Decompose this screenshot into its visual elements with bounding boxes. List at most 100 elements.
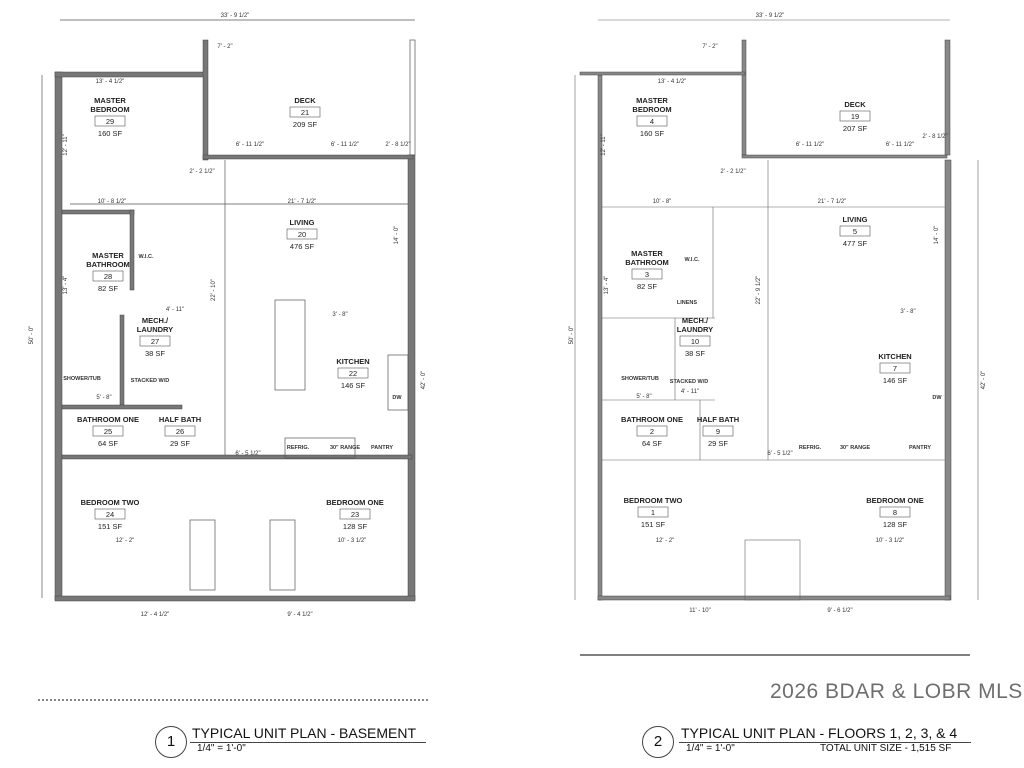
room-number-box [839,225,871,237]
room-area: 82 SF [98,284,118,293]
dimension-label: 5' - 8" [636,394,651,400]
room-name: BEDROOM ONE [326,498,384,507]
room-number-box [637,506,669,518]
fixture-label: STACKED W/D [670,379,708,385]
dimension-label: 9' - 6 1/2" [827,608,852,614]
room-name: LIVING [842,215,867,224]
room-number: 4 [650,117,654,126]
room-number: 27 [151,337,159,346]
mls-watermark: 2026 BDAR & LOBR MLS [770,680,1023,703]
fixture-label: REFRIG. [287,445,310,451]
room-area: 160 SF [640,129,665,138]
room-number-box [92,425,124,437]
room-number: 3 [645,270,649,279]
room-number: 5 [853,227,857,236]
room-number-box [94,508,126,520]
room-number: 26 [176,427,184,436]
fixture-label: DW [392,395,402,401]
room-number: 25 [104,427,112,436]
room-number-box [636,425,668,437]
room-name: MECH./ [142,316,169,325]
room-number: 19 [851,112,859,121]
room-number: 29 [106,117,114,126]
dimension-label: 13' - 4" [63,276,69,295]
dimension-label: 4' - 11" [166,307,184,313]
dimension-label: 6' - 11 1/2" [796,142,824,148]
dimension-label: 42' - 0" [421,371,427,390]
room-name: BEDROOM ONE [866,496,924,505]
fixture-label: W.I.C. [685,257,700,263]
room-area: 64 SF [98,439,118,448]
room-number-box [679,335,711,347]
room-name: BEDROOM [90,105,129,114]
fixture-label: W.I.C. [139,254,154,260]
room-name: HALF BATH [159,415,201,424]
room-area: 151 SF [98,522,123,531]
room-number-box [339,508,371,520]
room-area: 128 SF [883,520,908,529]
room-number: 8 [893,508,897,517]
dimension-label: 33' - 9 1/2" [756,13,785,19]
dimension-label: 33' - 9 1/2" [221,13,250,19]
dimension-label: 7' - 2" [217,44,232,50]
fixture-label: REFRIG. [799,445,822,451]
fixture-label: STACKED W/D [131,378,169,384]
dimension-label: 6' - 5 1/2" [767,451,792,457]
room-area: 160 SF [98,129,123,138]
fixture-label: 30" RANGE [840,445,870,451]
fixture-label: PANTRY [909,445,931,451]
dimension-label: 3' - 8" [332,312,347,318]
dimension-label: 7' - 2" [702,44,717,50]
room-name: KITCHEN [878,352,911,361]
room-name: MASTER [636,96,668,105]
room-name: LIVING [289,218,314,227]
dimension-label: 50' - 0" [569,326,575,345]
room-number-box [139,335,171,347]
dimension-label: 9' - 4 1/2" [287,612,312,618]
room-name: KITCHEN [336,357,369,366]
room-number-box [631,268,663,280]
room-area: 476 SF [290,242,315,251]
dimension-label: 14' - 0" [934,226,940,245]
room-name: MASTER [94,96,126,105]
room-name: DECK [844,100,866,109]
plan-2-title: TYPICAL UNIT PLAN - FLOORS 1, 2, 3, & 4 [681,725,958,741]
room-number: 10 [691,337,699,346]
plan-2-total-size: TOTAL UNIT SIZE - 1,515 SF [820,743,952,754]
room-name: MECH./ [682,316,709,325]
room-area: 209 SF [293,120,318,129]
room-number: 23 [351,510,359,519]
room-area: 146 SF [883,376,908,385]
room-name: LAUNDRY [677,325,713,334]
dimension-label: 2' - 8 1/2" [922,134,947,140]
fixture-label: SHOWER/TUB [63,376,101,382]
plan-2-scale: 1/4" = 1'-0" [686,743,735,754]
plan-2-title-rule [679,742,971,743]
room-number-box [879,362,911,374]
room-area: 207 SF [843,124,868,133]
room-number-box [92,270,124,282]
dimension-label: 22' - 9 1/2" [756,276,762,305]
dimension-label: 12' - 11" [601,134,607,156]
room-area: 29 SF [170,439,190,448]
room-number-box [289,106,321,118]
dimension-label: 12' - 2" [656,538,675,544]
dimension-label: 3' - 8" [900,309,915,315]
fixture-label: LINENS [677,300,698,306]
room-area: 64 SF [642,439,662,448]
plan-1-title: TYPICAL UNIT PLAN - BASEMENT [192,725,417,741]
fixture-label: SHOWER/TUB [621,376,659,382]
room-name: HALF BATH [697,415,739,424]
room-name: DECK [294,96,316,105]
room-number: 2 [650,427,654,436]
room-number: 21 [301,108,309,117]
dimension-label: 22' - 10" [211,279,217,301]
plan-2-marker: 2 [642,726,674,758]
room-name: BATHROOM [86,260,130,269]
room-number-box [879,506,911,518]
room-number: 7 [893,364,897,373]
room-name: MASTER [631,249,663,258]
dimension-label: 12' - 2" [116,538,135,544]
room-name: BATHROOM ONE [621,415,683,424]
